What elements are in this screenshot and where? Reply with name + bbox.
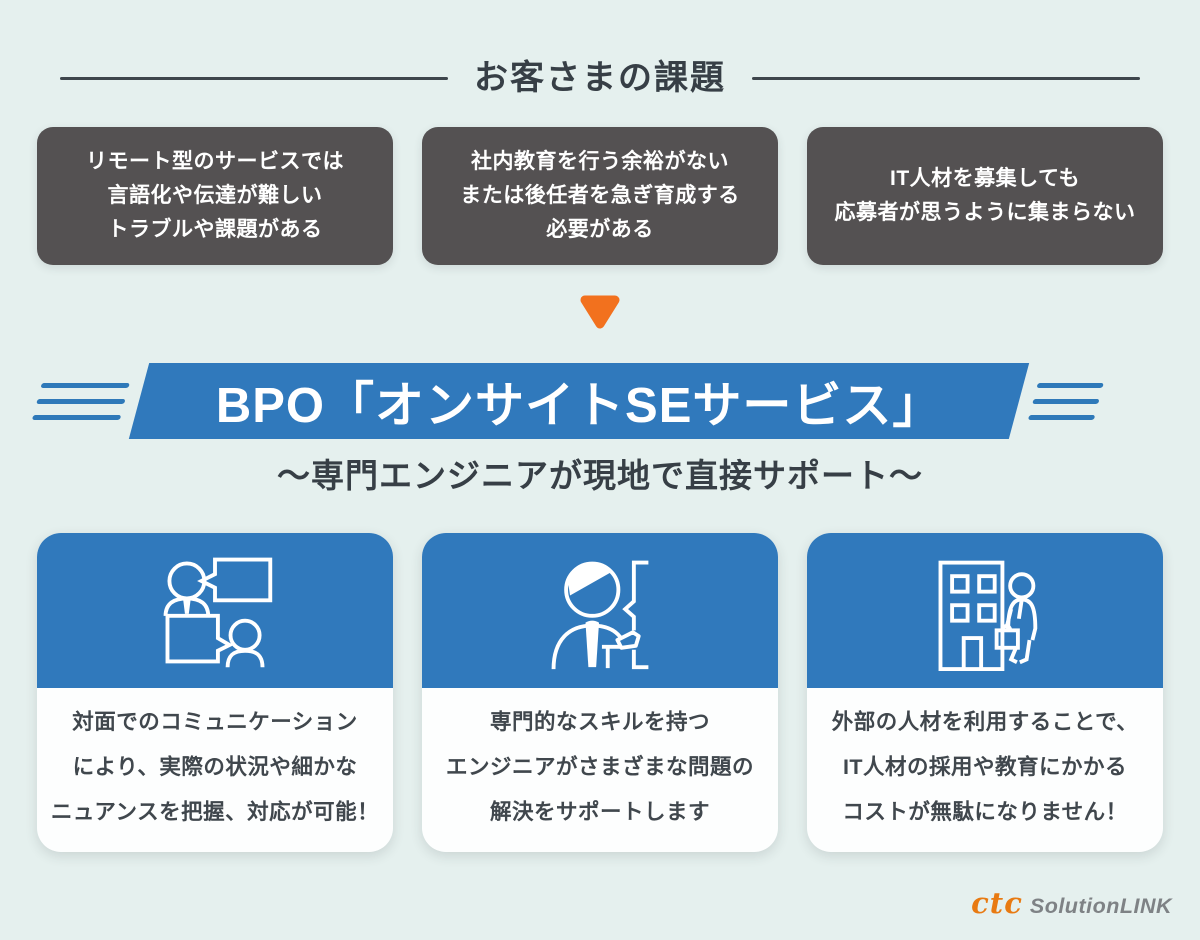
benefit-text-line: 対面でのコミュニケーション <box>72 709 358 734</box>
challenges-row: リモート型のサービスでは 言語化や伝達が難しい トラブルや課題がある 社内教育を… <box>37 127 1163 265</box>
benefit-text-line: エンジニアがさまざまな問題の <box>445 754 754 779</box>
benefit-text-line: により、実際の状況や細かな <box>72 754 358 779</box>
service-title: BPO「オンサイトSEサービス」 <box>215 378 943 433</box>
benefit-card-communication: 対面でのコミュニケーション により、実際の状況や細かな ニュアンスを把握、対応が… <box>37 533 393 852</box>
challenge-text-line: 社内教育を行う余裕がない <box>471 150 729 173</box>
down-arrow-icon <box>580 295 620 329</box>
challenge-text-line: リモート型のサービスでは <box>86 150 344 173</box>
challenge-text-line: IT人材を募集しても <box>890 167 1080 190</box>
brand-logo: ctc SolutionLINK <box>971 886 1172 920</box>
benefit-text-line: IT人材の採用や教育にかかる <box>842 754 1128 779</box>
service-banner: BPO「オンサイトSEサービス」 <box>32 363 1104 439</box>
challenge-text-line: 応募者が思うように集まらない <box>834 201 1136 224</box>
challenge-text-line: または後任者を急ぎ育成する <box>460 184 740 207</box>
benefit-text-line: 専門的なスキルを持つ <box>489 709 710 734</box>
page-title: お客さまの課題 <box>474 59 726 97</box>
challenge-text-line: 必要がある <box>546 218 654 241</box>
conversation-icon <box>163 557 273 667</box>
solutionlink-logo-text: SolutionLINK <box>1029 894 1172 918</box>
benefit-text-line: コストが無駄になりません！ <box>842 799 1128 824</box>
office-visit-icon <box>938 560 1038 671</box>
speed-lines-left-icon <box>27 363 135 439</box>
benefit-text-line: 外部の人材を利用することで、 <box>831 709 1139 734</box>
benefit-card-cost: 外部の人材を利用することで、 IT人材の採用や教育にかかる コストが無駄になりま… <box>807 533 1163 852</box>
challenge-text-line: トラブルや課題がある <box>107 218 323 241</box>
challenge-box-recruiting: IT人材を募集しても 応募者が思うように集まらない <box>807 127 1163 265</box>
header: お客さまの課題 <box>0 52 1200 104</box>
benefits-row: 対面でのコミュニケーション により、実際の状況や細かな ニュアンスを把握、対応が… <box>37 533 1163 852</box>
service-subtitle: 〜専門エンジニアが現地で直接サポート〜 <box>277 457 923 494</box>
engineer-icon <box>551 560 649 669</box>
header-rule-right <box>752 76 1140 80</box>
benefit-text-line: ニュアンスを把握、対応が可能！ <box>50 799 380 824</box>
benefit-text-line: 解決をサポートします <box>489 799 710 824</box>
benefit-card-expertise: 専門的なスキルを持つ エンジニアがさまざまな問題の 解決をサポートします <box>422 533 778 852</box>
banner-ribbon: BPO「オンサイトSEサービス」 <box>128 363 1030 439</box>
header-rule-left <box>60 76 448 80</box>
challenge-text-line: 言語化や伝達が難しい <box>107 184 323 207</box>
speed-lines-right-icon <box>1023 363 1109 439</box>
ctc-logo-mark: ctc <box>971 886 1023 920</box>
challenge-box-training: 社内教育を行う余裕がない または後任者を急ぎ育成する 必要がある <box>422 127 778 265</box>
transition-arrow <box>0 291 1200 333</box>
challenge-box-remote: リモート型のサービスでは 言語化や伝達が難しい トラブルや課題がある <box>37 127 393 265</box>
